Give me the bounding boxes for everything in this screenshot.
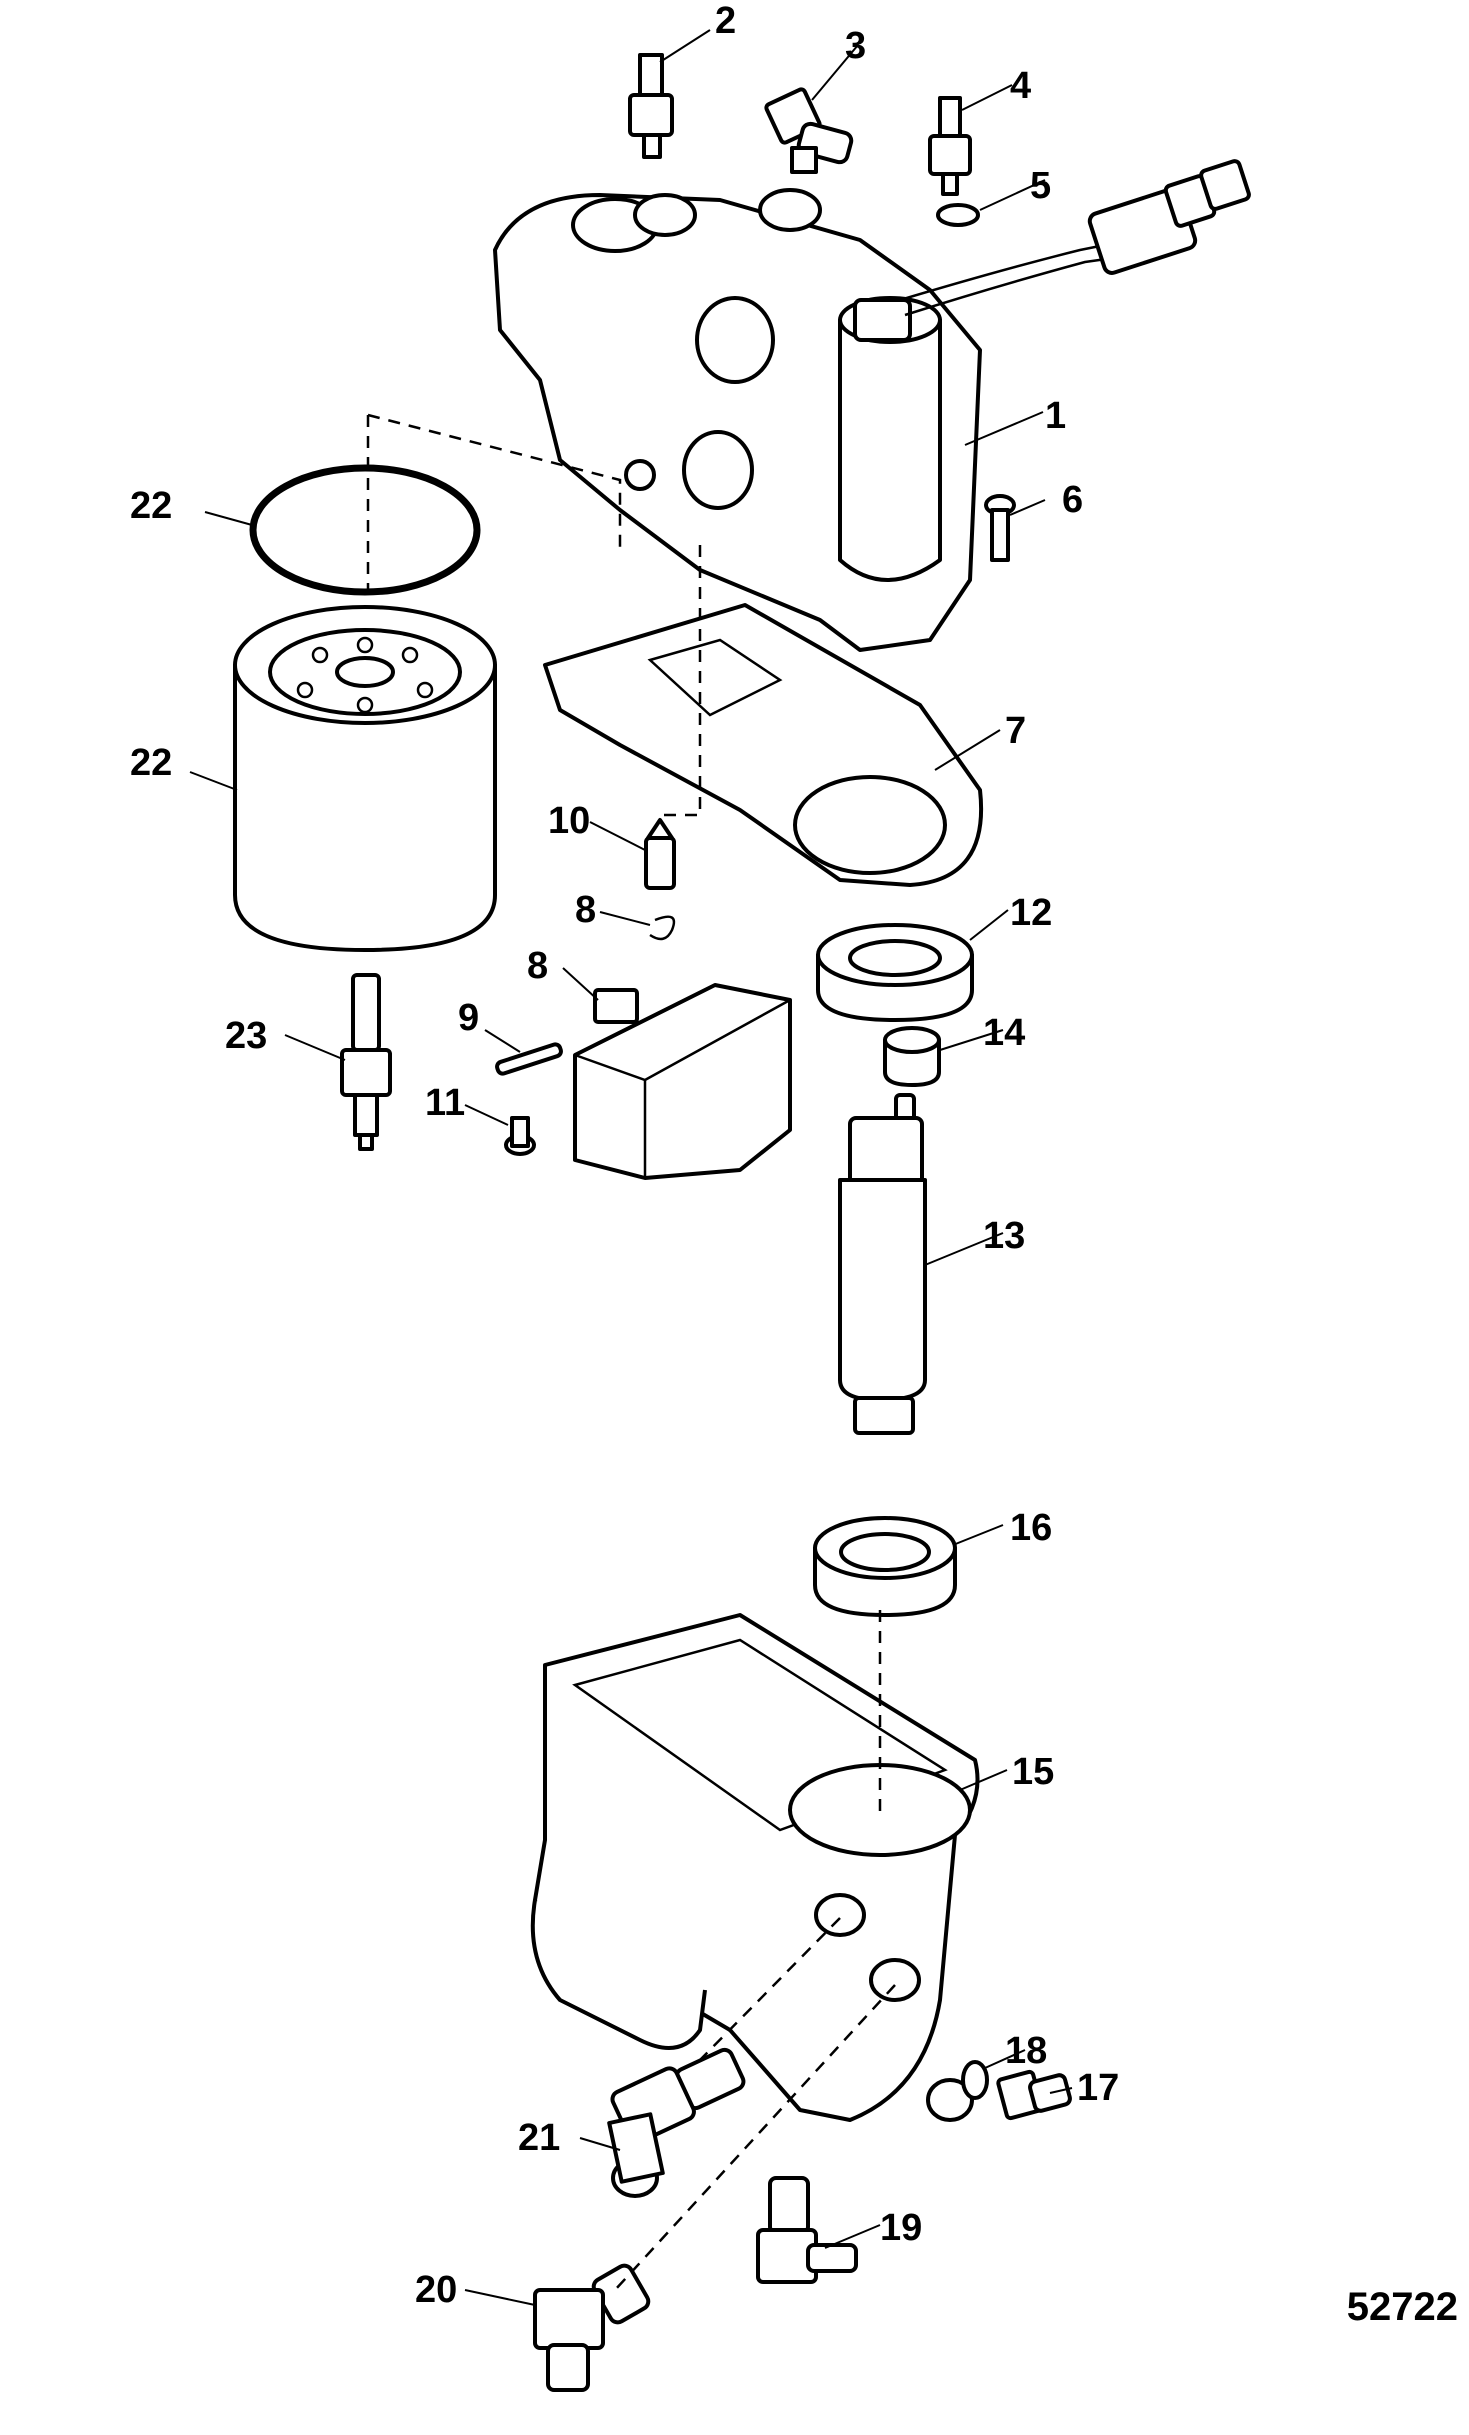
part-13-fuel-pump [838,1093,927,1435]
part-5-o-ring [936,203,980,227]
part-9-pin [495,1042,563,1076]
part-14-bushing [883,1026,941,1087]
callout-5: 5 [1030,165,1051,207]
part-21-hose-fitting [607,2047,746,2198]
part-18-o-ring [961,2060,989,2100]
callout-16: 16 [1010,1507,1052,1549]
part-12-seal [816,923,974,1022]
part-6-screw [984,494,1016,562]
callout-12: 12 [1010,892,1052,934]
callout-20: 20 [415,2269,457,2311]
callout-10: 10 [548,800,590,842]
alignment-lines [366,413,896,2291]
part-2-fitting [628,53,674,159]
callout-labels: 2 3 4 5 1 6 7 22 22 23 9 11 10 8 8 12 14… [130,0,1119,2311]
callout-21: 21 [518,2117,560,2159]
part-8-float [573,983,792,1180]
callout-23: 23 [225,1015,267,1057]
callout-8-float: 8 [527,945,548,987]
part-22-seal-ring [249,464,481,596]
callout-22-filter: 22 [130,742,172,784]
part-19-elbow-fitting [756,2176,858,2284]
part-20-elbow-fitting [533,2263,651,2392]
callout-3: 3 [845,25,866,67]
part-22-filter-canister [233,605,497,952]
callout-8-clip: 8 [575,889,596,931]
callout-18: 18 [1005,2030,1047,2072]
callout-9: 9 [458,997,479,1039]
callout-19: 19 [880,2207,922,2249]
part-3-elbow-fitting [764,87,854,174]
leader-lines [189,29,1073,2306]
part-11-screw [504,1116,536,1156]
part-15-reservoir [530,1613,980,2122]
callout-4: 4 [1010,65,1031,107]
part-17-plug [996,2069,1072,2121]
callout-6: 6 [1062,479,1083,521]
figure-number: 52722 [1347,2285,1458,2329]
callout-13: 13 [983,1215,1025,1257]
part-10-valve [644,818,676,890]
part-8-clip [649,915,676,941]
part-16-seal [813,1516,957,1617]
part-4-fitting [928,96,972,196]
part-23-sensor [340,973,392,1151]
callout-1: 1 [1045,395,1066,437]
callout-17: 17 [1077,2067,1119,2109]
part-1-housing [493,159,1251,652]
callout-15: 15 [1012,1751,1054,1793]
callout-2: 2 [715,0,736,42]
callout-11: 11 [425,1082,465,1124]
callout-14: 14 [983,1012,1025,1054]
callout-22-seal: 22 [130,485,172,527]
callout-7: 7 [1005,710,1026,752]
part-7-gasket [543,603,984,887]
